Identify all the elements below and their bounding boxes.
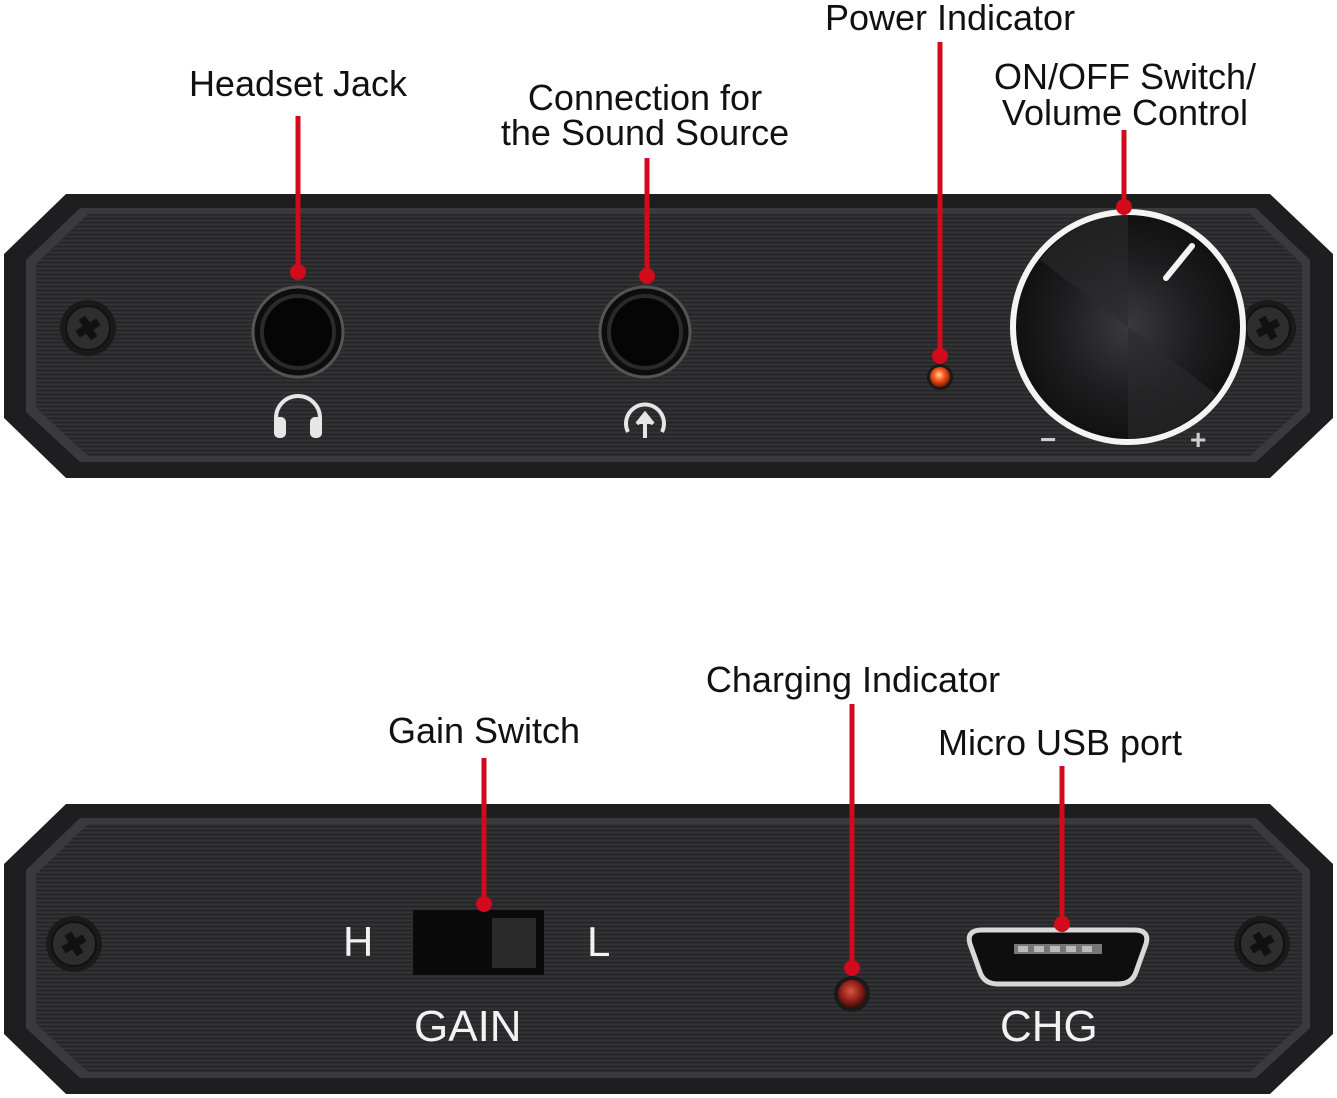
- micro-usb-label: Micro USB port: [937, 722, 1183, 763]
- gain-mark: GAIN: [414, 1002, 522, 1051]
- power-led: [927, 364, 953, 390]
- gain-low-mark: L: [587, 918, 611, 965]
- rear-panel: [4, 804, 1333, 1094]
- front-panel: [4, 194, 1333, 478]
- micro-usb-port[interactable]: [966, 927, 1150, 987]
- volume-knob[interactable]: [1010, 209, 1246, 445]
- headset-jack: [251, 285, 345, 379]
- screw-right-top: [1240, 300, 1296, 356]
- gain-switch-label: Gain Switch: [387, 710, 581, 751]
- audio-input-icon: [624, 402, 666, 438]
- headset-jack-label: Headset Jack: [188, 63, 408, 104]
- charging-indicator-label: Charging Indicator: [705, 659, 1001, 700]
- charge-mark: CHG: [1000, 1002, 1098, 1051]
- charging-led: [834, 976, 870, 1012]
- sound-source-jack: [598, 285, 692, 379]
- screw-right-bottom: [1234, 916, 1290, 972]
- gain-switch[interactable]: [413, 910, 544, 975]
- power-indicator-label: Power Indicator: [824, 0, 1076, 38]
- screw-left-top: [60, 300, 116, 356]
- volume-plus-mark: +: [1190, 424, 1207, 455]
- sound-source-label: Connection for the Sound Source: [500, 77, 790, 153]
- headphones-icon: [274, 394, 322, 438]
- on-off-volume-label: ON/OFF Switch/ Volume Control: [993, 56, 1257, 133]
- screw-left-bottom: [46, 916, 102, 972]
- gain-high-mark: H: [343, 918, 374, 965]
- callout-lines: [290, 42, 1132, 976]
- volume-minus-mark: −: [1040, 424, 1057, 455]
